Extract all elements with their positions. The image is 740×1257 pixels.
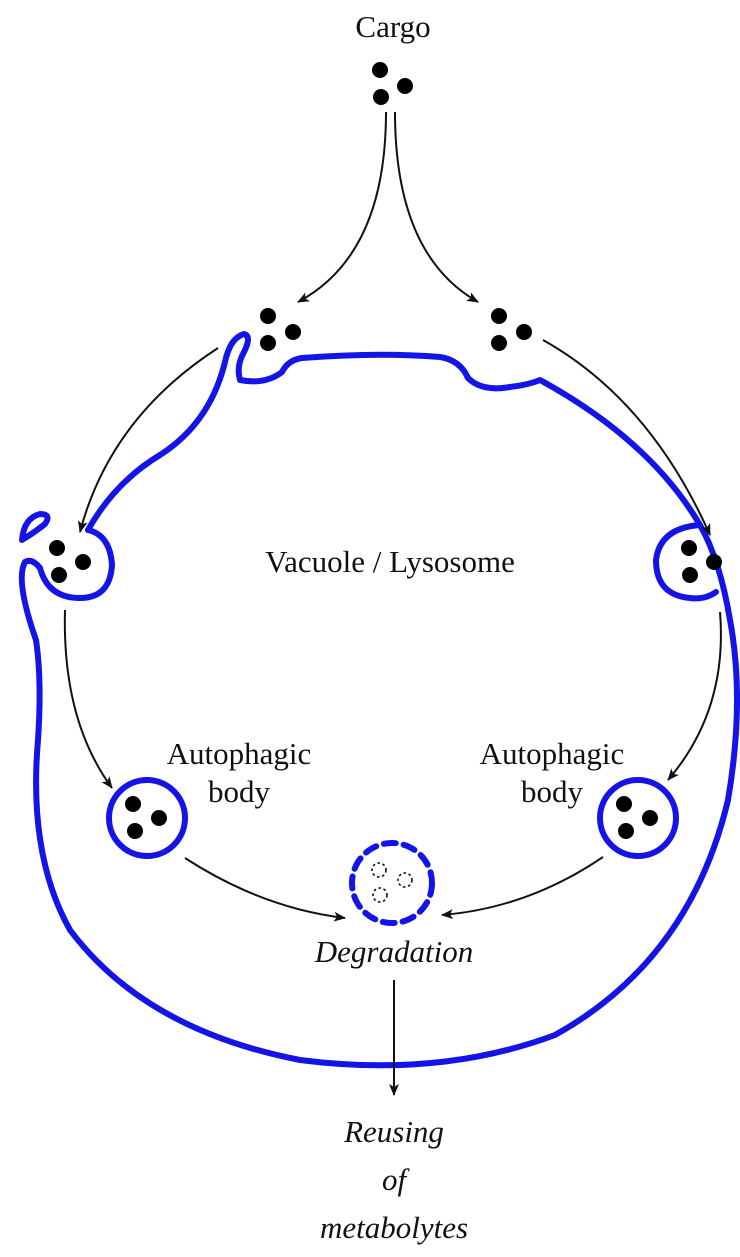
arrow-cargo-to-right <box>395 112 478 302</box>
arrow-left-upper-to-cup <box>80 348 218 532</box>
cargo-right-body <box>616 796 658 839</box>
degradation-label: Degradation <box>314 934 473 969</box>
degrading-body <box>352 843 432 923</box>
arrow-cargo-to-left <box>298 112 386 302</box>
arrow-left-body-to-degradation <box>185 858 345 918</box>
cargo-left-upper <box>260 308 301 351</box>
cargo-label: Cargo <box>355 9 430 44</box>
arrow-right-cup-to-body <box>668 612 721 780</box>
cargo-top <box>372 62 413 105</box>
arrow-right-body-to-degradation <box>442 857 603 915</box>
cargo-right-upper <box>491 308 532 351</box>
vacuole-label: Vacuole / Lysosome <box>265 544 515 579</box>
autophagic-body-left-label-line1: Autophagic <box>167 736 312 771</box>
right-autophagic-body <box>600 780 676 856</box>
autophagic-body-right-label-line1: Autophagic <box>480 736 625 771</box>
degraded-cargo <box>372 863 412 902</box>
autophagic-body-right-label-line2: body <box>521 774 584 809</box>
reusing-label-line1: Reusing <box>343 1114 444 1149</box>
reusing-label-line2: of <box>382 1162 411 1197</box>
left-autophagic-body <box>109 780 185 856</box>
autophagic-body-left-label-line2: body <box>208 774 271 809</box>
cargo-left-cup <box>49 540 91 583</box>
reusing-label-line3: metabolytes <box>320 1210 468 1245</box>
cargo-right-cup <box>681 540 722 583</box>
left-membrane-tip <box>22 514 48 540</box>
cargo-left-body <box>125 796 167 839</box>
arrow-left-cup-to-body <box>65 610 112 788</box>
